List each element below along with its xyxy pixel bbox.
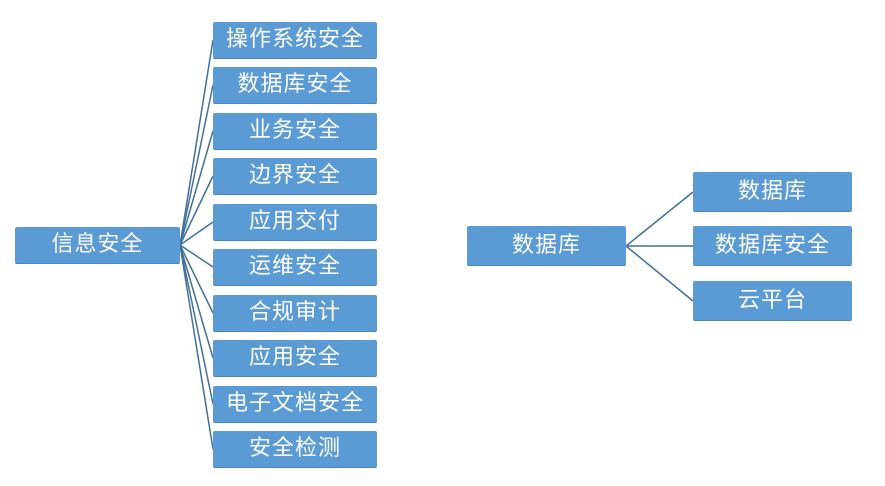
child-node-right[interactable]: 数据库: [693, 172, 852, 212]
connector-left-7: [179, 244, 214, 359]
child-node-left[interactable]: 电子文档安全: [213, 386, 377, 423]
child-node-left[interactable]: 应用交付: [213, 204, 377, 241]
child-node-left[interactable]: 合规审计: [213, 295, 377, 332]
child-node-left[interactable]: 业务安全: [213, 113, 377, 150]
connector-left-4: [179, 221, 214, 246]
child-node-right[interactable]: 数据库安全: [693, 226, 852, 266]
connector-left-0: [179, 39, 214, 246]
child-node-right[interactable]: 云平台: [693, 281, 852, 321]
connector-left-9: [179, 244, 214, 450]
child-node-left[interactable]: 操作系统安全: [213, 22, 377, 59]
root-node-left[interactable]: 信息安全: [15, 227, 180, 264]
root-node-right[interactable]: 数据库: [467, 226, 626, 266]
child-node-left[interactable]: 边界安全: [213, 158, 377, 195]
connector-left-2: [179, 130, 214, 246]
connector-left-3: [179, 175, 214, 246]
connector-right-2: [625, 245, 694, 302]
child-node-left[interactable]: 数据库安全: [213, 67, 377, 104]
connector-left-6: [179, 244, 214, 314]
connector-left-1: [179, 84, 214, 246]
connector-left-5: [179, 244, 214, 268]
child-node-left[interactable]: 应用安全: [213, 340, 377, 377]
connector-right-0: [625, 191, 694, 247]
child-node-left[interactable]: 运维安全: [213, 249, 377, 286]
left-connectors: [179, 39, 214, 450]
connector-left-8: [179, 244, 214, 405]
child-node-left[interactable]: 安全检测: [213, 431, 377, 468]
right-connectors: [625, 191, 694, 302]
